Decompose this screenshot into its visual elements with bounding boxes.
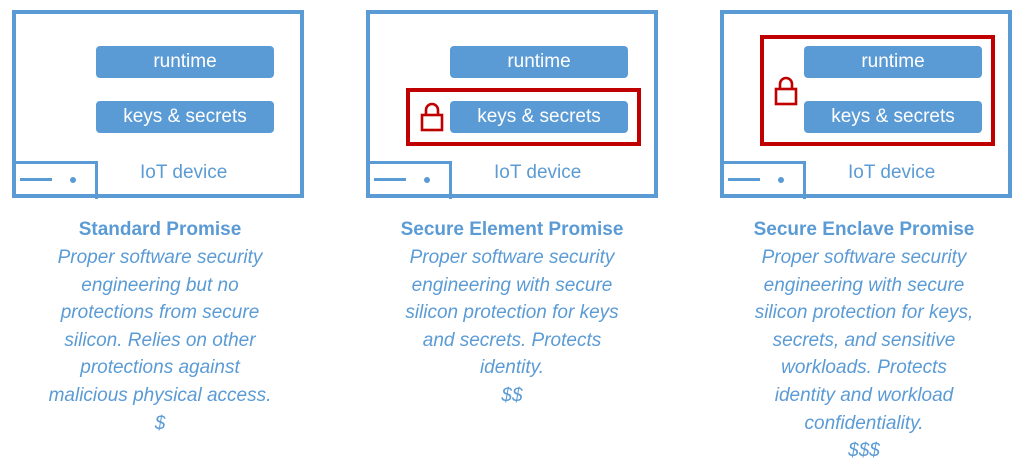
- drive-slot: [20, 178, 52, 181]
- lock-icon: [774, 76, 798, 106]
- description-line: Proper software security: [761, 247, 967, 268]
- iot-device-label: IoT device: [494, 162, 582, 183]
- price-indicator: $: [154, 412, 166, 434]
- promise-description: Proper software security engineering wit…: [352, 244, 672, 382]
- iot-device-frame: runtime keys & secrets IoT device: [12, 10, 304, 199]
- keys-secrets-block: keys & secrets: [804, 101, 982, 133]
- description-line: malicious physical access.: [48, 384, 272, 406]
- drive-icon: [720, 161, 806, 199]
- description-line: and secrets. Protects: [422, 329, 602, 351]
- description-line: silicon protection for keys: [405, 302, 619, 324]
- price-indicator: $$$: [848, 440, 880, 462]
- caption: Standard Promise Proper software securit…: [0, 216, 320, 437]
- runtime-block: runtime: [96, 46, 274, 78]
- secure-enclave-boundary: [760, 35, 995, 146]
- keys-secrets-block: keys & secrets: [96, 101, 274, 133]
- promise-title: Secure Enclave Promise: [753, 219, 975, 240]
- drive-slot: [374, 178, 406, 181]
- description-line: engineering with secure: [763, 274, 965, 296]
- lock-icon: [420, 102, 444, 132]
- drive-slot: [728, 178, 760, 181]
- description-line: Proper software security: [57, 247, 263, 268]
- promise-title: Secure Element Promise: [400, 219, 624, 240]
- promise-description: Proper software security engineering wit…: [704, 244, 1024, 437]
- description-line: identity and workload: [774, 384, 954, 406]
- description-line: protections against: [80, 357, 240, 379]
- iot-device-label: IoT device: [140, 162, 228, 183]
- secure-element-boundary: [406, 88, 641, 146]
- drive-icon: [12, 161, 98, 199]
- iot-device-label: IoT device: [848, 162, 936, 183]
- keys-secrets-block: keys & secrets: [450, 101, 628, 133]
- description-line: confidentiality.: [804, 412, 924, 434]
- iot-device-frame: runtime keys & secrets IoT device: [720, 10, 1012, 199]
- caption: Secure Element Promise Proper software s…: [352, 216, 672, 410]
- runtime-block: runtime: [450, 46, 628, 78]
- description-line: silicon. Relies on other: [64, 329, 256, 351]
- description-line: Proper software security: [409, 247, 615, 268]
- promise-title: Standard Promise: [78, 219, 242, 240]
- runtime-block: runtime: [804, 46, 982, 78]
- drive-light: [70, 177, 76, 183]
- promise-description: Proper software security engineering but…: [0, 244, 320, 410]
- description-line: identity.: [479, 357, 545, 379]
- description-line: silicon protection for keys,: [754, 302, 974, 324]
- description-line: engineering with secure: [411, 274, 613, 296]
- description-line: engineering but no: [81, 274, 239, 296]
- description-line: workloads. Protects: [781, 357, 947, 379]
- drive-icon: [366, 161, 452, 199]
- drive-light: [778, 177, 784, 183]
- description-line: secrets, and sensitive: [772, 329, 956, 351]
- price-indicator: $$: [501, 384, 523, 406]
- iot-device-frame: runtime keys & secrets IoT device: [366, 10, 658, 199]
- drive-light: [424, 177, 430, 183]
- description-line: protections from secure: [60, 302, 260, 324]
- caption: Secure Enclave Promise Proper software s…: [704, 216, 1024, 465]
